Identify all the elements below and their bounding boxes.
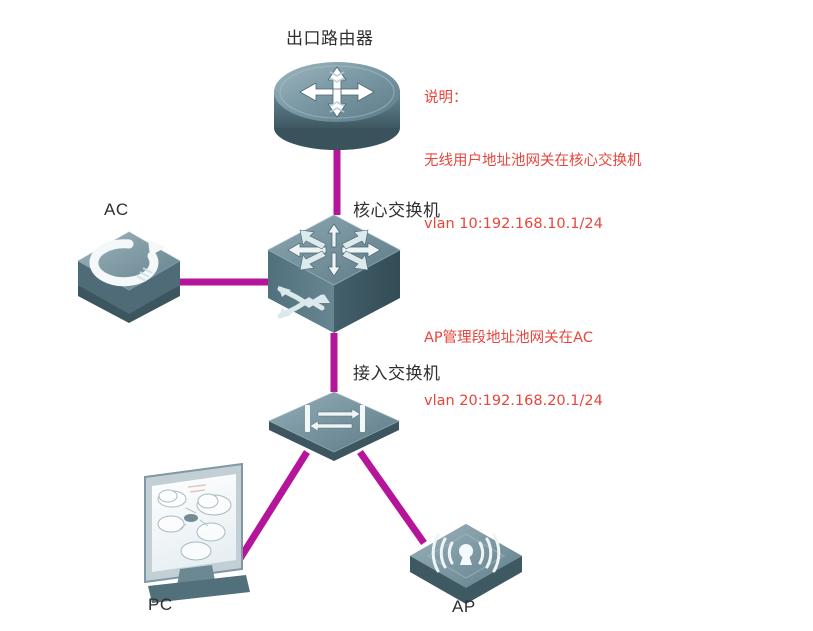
core-switch-front-arrows-icon bbox=[277, 286, 330, 319]
ap-wifi-waves-icon bbox=[431, 533, 501, 573]
link-access-switch-to-pc bbox=[233, 450, 310, 567]
access-point-icon[interactable] bbox=[410, 524, 522, 604]
annotation-heading: 说明： bbox=[424, 90, 468, 106]
annotation-line-2: vlan 10:192.168.10.1/24 bbox=[424, 216, 603, 232]
core-switch-top-arrows-icon bbox=[287, 223, 381, 277]
core-switch-icon[interactable] bbox=[266, 214, 402, 333]
ap-label: AP bbox=[452, 597, 476, 616]
link-access-switch-to-ap bbox=[357, 449, 427, 546]
core-switch-label: 核心交换机 bbox=[353, 201, 441, 221]
annotation-line-4: vlan 20:192.168.20.1/24 bbox=[424, 393, 603, 409]
router-arrows-icon bbox=[299, 66, 375, 118]
ac-controller-label: AC bbox=[104, 200, 129, 219]
access-switch-arrows-icon bbox=[305, 405, 365, 432]
annotation-note: 说明： 无线用户地址池网关在核心交换机 vlan 10:192.168.10.1… bbox=[424, 46, 642, 454]
annotation-line-3: AP管理段地址池网关在AC bbox=[424, 330, 593, 346]
ac-refresh-arrow-icon bbox=[89, 239, 166, 287]
access-switch-label: 接入交换机 bbox=[353, 364, 441, 384]
egress-router-label: 出口路由器 bbox=[286, 29, 374, 49]
pc-screen-clouds-icon bbox=[157, 484, 232, 561]
ac-controller-icon[interactable] bbox=[76, 231, 182, 323]
access-switch-icon[interactable] bbox=[267, 391, 401, 461]
pc-label: PC bbox=[148, 595, 173, 614]
annotation-line-1: 无线用户地址池网关在核心交换机 bbox=[424, 153, 642, 169]
pc-monitor-icon[interactable] bbox=[144, 462, 250, 603]
annotation-spacer bbox=[424, 277, 642, 286]
egress-router-icon[interactable] bbox=[274, 62, 400, 150]
